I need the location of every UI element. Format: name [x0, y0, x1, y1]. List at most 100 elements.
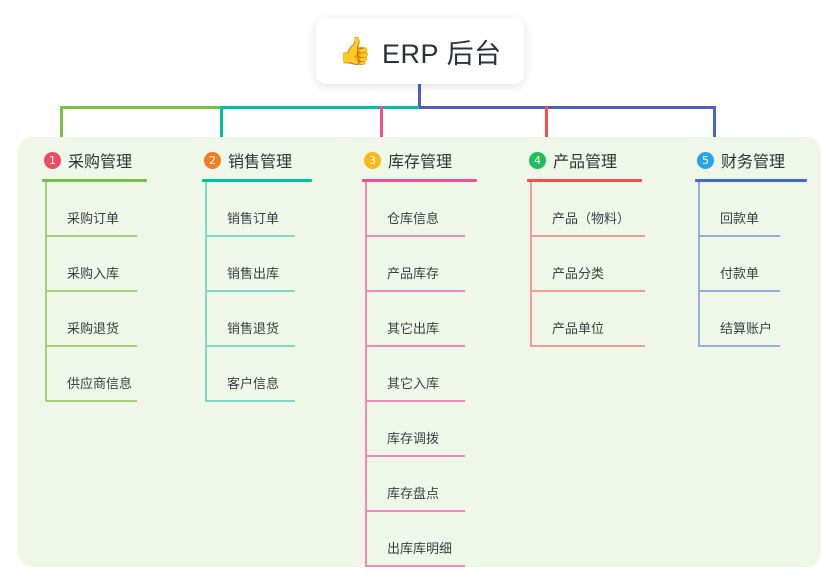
- leaf-node-rule: [698, 345, 780, 347]
- branch-drop-4: [545, 106, 548, 140]
- branch-header-1[interactable]: 1 采购管理: [42, 148, 147, 172]
- branch-title-1: 采购管理: [68, 154, 133, 171]
- leaf-node[interactable]: 销售出库: [205, 237, 312, 292]
- thumbs-up-icon: 👍: [338, 35, 373, 66]
- leaf-node[interactable]: 采购入库: [45, 237, 147, 292]
- branch-items-5: 回款单付款单结算账户: [698, 182, 807, 347]
- branch-drop-1: [60, 106, 63, 140]
- leaf-node-label: 库存盘点: [387, 486, 440, 501]
- branches-panel: [18, 137, 821, 567]
- leaf-node[interactable]: 出库库明细: [365, 512, 477, 567]
- leaf-node[interactable]: 客户信息: [205, 347, 312, 402]
- branch-badge-4: 4: [529, 151, 546, 169]
- branch-underline-1: [42, 179, 147, 182]
- branch-spine-5: [698, 182, 700, 347]
- leaf-node-rule: [365, 400, 465, 402]
- leaf-node-label: 付款单: [720, 266, 760, 281]
- leaf-node-label: 产品（物料）: [552, 211, 631, 226]
- leaf-node[interactable]: 仓库信息: [365, 182, 477, 237]
- leaf-node[interactable]: 产品（物料）: [530, 182, 645, 237]
- branch-badge-3: 3: [364, 151, 381, 169]
- leaf-node-label: 库存调拨: [387, 431, 440, 446]
- leaf-node-label: 采购入库: [67, 266, 120, 281]
- leaf-node[interactable]: 产品单位: [530, 292, 645, 347]
- branch-header-3[interactable]: 3 库存管理: [362, 148, 477, 172]
- leaf-node[interactable]: 采购订单: [45, 182, 147, 237]
- branch-title-2: 销售管理: [228, 154, 293, 171]
- branch-underline-2: [202, 179, 312, 182]
- branch-spine-3: [365, 182, 367, 567]
- leaf-node-rule: [365, 235, 465, 237]
- branch-title-3: 库存管理: [388, 154, 453, 171]
- leaf-node[interactable]: 库存盘点: [365, 457, 477, 512]
- branch-drop-5: [713, 106, 716, 140]
- branch-header-4[interactable]: 4 产品管理: [527, 148, 642, 172]
- leaf-node[interactable]: 产品分类: [530, 237, 645, 292]
- leaf-node[interactable]: 结算账户: [698, 292, 807, 347]
- root-node-card[interactable]: 👍 ERP 后台: [316, 18, 524, 84]
- branch-column-3: 3 库存管理仓库信息产品库存其它出库其它入库库存调拨库存盘点出库库明细: [362, 148, 477, 567]
- branch-underline-5: [695, 179, 807, 182]
- leaf-node[interactable]: 付款单: [698, 237, 807, 292]
- branch-title-4: 产品管理: [553, 154, 618, 171]
- leaf-node-rule: [365, 290, 465, 292]
- leaf-node-label: 出库库明细: [387, 541, 453, 556]
- leaf-node-label: 销售订单: [227, 211, 280, 226]
- leaf-node[interactable]: 回款单: [698, 182, 807, 237]
- root-node-title: ERP 后台: [382, 38, 502, 69]
- leaf-node-rule: [205, 235, 295, 237]
- leaf-node-label: 产品分类: [552, 266, 605, 281]
- leaf-node-rule: [530, 235, 645, 237]
- leaf-node-label: 供应商信息: [67, 376, 133, 391]
- branch-spine-4: [530, 182, 532, 347]
- leaf-node-label: 采购退货: [67, 321, 120, 336]
- branch-column-1: 1 采购管理采购订单采购入库采购退货供应商信息: [42, 148, 147, 402]
- leaf-node-rule: [530, 345, 645, 347]
- branch-items-1: 采购订单采购入库采购退货供应商信息: [45, 182, 147, 402]
- leaf-node-label: 销售出库: [227, 266, 280, 281]
- branch-title-5: 财务管理: [721, 154, 786, 171]
- leaf-node[interactable]: 其它出库: [365, 292, 477, 347]
- leaf-node-label: 其它出库: [387, 321, 440, 336]
- leaf-node[interactable]: 供应商信息: [45, 347, 147, 402]
- leaf-node[interactable]: 产品库存: [365, 237, 477, 292]
- leaf-node-rule: [698, 290, 780, 292]
- leaf-node[interactable]: 库存调拨: [365, 402, 477, 457]
- leaf-node[interactable]: 销售退货: [205, 292, 312, 347]
- leaf-node-label: 产品单位: [552, 321, 605, 336]
- branch-column-4: 4 产品管理产品（物料） 产品分类产品单位: [527, 148, 645, 347]
- leaf-node-label: 其它入库: [387, 376, 440, 391]
- branch-column-5: 5 财务管理回款单付款单结算账户: [695, 148, 807, 347]
- branch-drop-3: [380, 106, 383, 140]
- leaf-node-rule: [205, 345, 295, 347]
- leaf-node-rule: [45, 235, 137, 237]
- leaf-node-label: 销售退货: [227, 321, 280, 336]
- branch-underline-4: [527, 179, 642, 182]
- bus-segment-2: [220, 106, 419, 109]
- leaf-node-label: 结算账户: [720, 321, 773, 336]
- leaf-node-rule: [45, 290, 137, 292]
- leaf-node[interactable]: 销售订单: [205, 182, 312, 237]
- branch-badge-5: 5: [697, 151, 714, 169]
- leaf-node[interactable]: 采购退货: [45, 292, 147, 347]
- leaf-node-rule: [365, 510, 465, 512]
- bus-segment-3: [419, 106, 716, 109]
- branch-header-5[interactable]: 5 财务管理: [695, 148, 807, 172]
- leaf-node[interactable]: 其它入库: [365, 347, 477, 402]
- branch-items-4: 产品（物料） 产品分类产品单位: [530, 182, 645, 347]
- branch-badge-1: 1: [44, 151, 61, 169]
- branch-drop-2: [220, 106, 223, 140]
- leaf-node-label: 采购订单: [67, 211, 120, 226]
- root-stem: [418, 84, 421, 109]
- branch-spine-2: [205, 182, 207, 402]
- leaf-node-rule: [365, 565, 465, 567]
- leaf-node-rule: [698, 235, 780, 237]
- leaf-node-rule: [205, 290, 295, 292]
- leaf-node-label: 产品库存: [387, 266, 440, 281]
- bus-segment-1: [60, 106, 220, 109]
- leaf-node-label: 回款单: [720, 211, 760, 226]
- branch-spine-1: [45, 182, 47, 402]
